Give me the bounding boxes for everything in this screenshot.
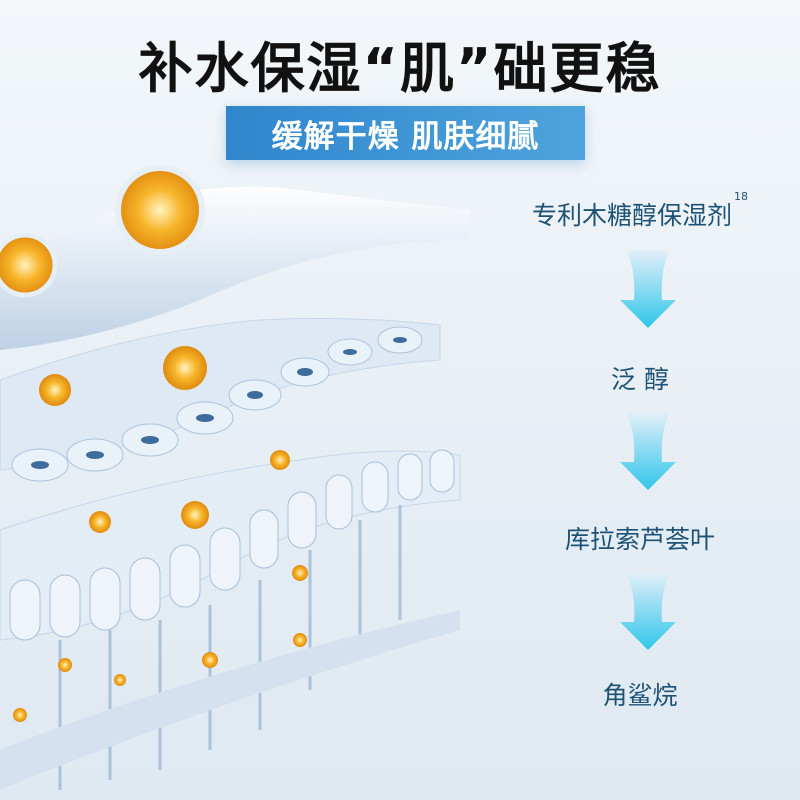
subtitle-banner: 缓解干燥 肌肤细腻 (226, 106, 585, 160)
ingredient-2: 泛 醇 (611, 365, 669, 394)
ingredient-3: 库拉索芦荟叶 (564, 525, 715, 554)
headline: 补水保湿“肌”础更稳 (138, 37, 662, 100)
ingredient-4: 角鲨烷 (602, 681, 678, 710)
arrow-down-icon (620, 572, 676, 650)
skin-layers-illustration (0, 165, 470, 790)
footnote-marker: 18 (734, 190, 748, 203)
arrow-down-icon (620, 412, 676, 490)
ingredient-label: 专利木糖醇保湿剂 (531, 201, 732, 230)
ingredient-1: 专利木糖醇保湿剂18 (490, 190, 790, 232)
arrow-down-icon (620, 250, 676, 328)
